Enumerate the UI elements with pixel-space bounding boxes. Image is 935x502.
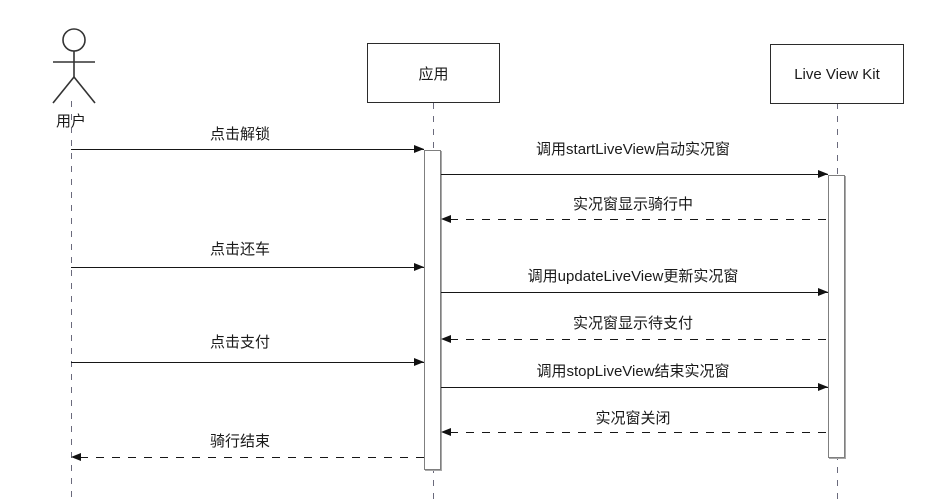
message-arrow-line bbox=[441, 387, 828, 388]
message-label: 实况窗显示待支付 bbox=[572, 315, 694, 332]
arrowhead-icon bbox=[818, 383, 828, 391]
lifeline-user bbox=[71, 101, 73, 502]
participant-box-live-view-kit: Live View Kit bbox=[770, 44, 904, 104]
arrowhead-icon bbox=[414, 263, 424, 271]
arrowhead-icon bbox=[414, 145, 424, 153]
message-arrow-line bbox=[71, 149, 424, 150]
arrowhead-icon bbox=[818, 170, 828, 178]
message-arrow-line bbox=[71, 362, 424, 363]
message-arrow-line bbox=[71, 267, 424, 268]
message-label: 调用stopLiveView结束实况窗 bbox=[536, 363, 730, 380]
message-label: 点击支付 bbox=[209, 334, 271, 351]
arrowhead-icon bbox=[818, 288, 828, 296]
activation-bar-app bbox=[424, 150, 441, 470]
message-label: 实况窗显示骑行中 bbox=[572, 196, 694, 213]
message-label: 点击解锁 bbox=[209, 126, 271, 143]
message-arrow-line bbox=[441, 292, 828, 293]
message-arrow-line bbox=[450, 219, 828, 221]
participant-box-app: 应用 bbox=[367, 43, 500, 103]
message-arrow-line bbox=[450, 339, 828, 341]
message-label: 骑行结束 bbox=[209, 433, 271, 450]
activation-bar-live-view-kit bbox=[828, 175, 845, 458]
user-actor-icon bbox=[52, 28, 96, 104]
arrowhead-icon bbox=[441, 428, 451, 436]
actor-label-user: 用户 bbox=[56, 113, 87, 130]
message-label: 调用startLiveView启动实况窗 bbox=[536, 141, 730, 158]
arrowhead-icon bbox=[441, 335, 451, 343]
participant-label-live-view-kit: Live View Kit bbox=[794, 65, 880, 83]
message-label: 调用updateLiveView更新实况窗 bbox=[527, 268, 739, 285]
message-label: 实况窗关闭 bbox=[595, 410, 671, 427]
message-arrow-line bbox=[441, 174, 828, 175]
arrowhead-icon bbox=[71, 453, 81, 461]
message-arrow-line bbox=[450, 432, 828, 434]
arrowhead-icon bbox=[414, 358, 424, 366]
message-arrow-line bbox=[80, 457, 424, 459]
participant-label-app: 应用 bbox=[418, 65, 449, 83]
message-label: 点击还车 bbox=[209, 241, 271, 258]
arrowhead-icon bbox=[441, 215, 451, 223]
